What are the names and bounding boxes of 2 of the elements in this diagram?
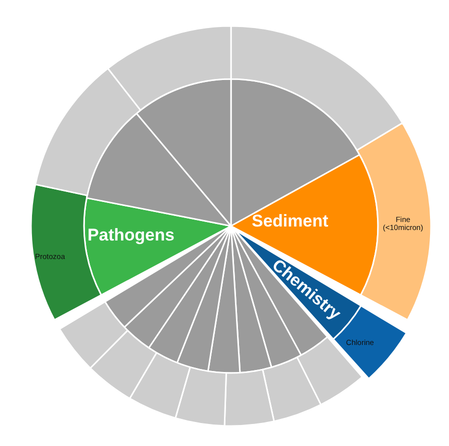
segment-label: Pathogens bbox=[88, 226, 174, 246]
segment-label: Sediment bbox=[252, 212, 328, 232]
